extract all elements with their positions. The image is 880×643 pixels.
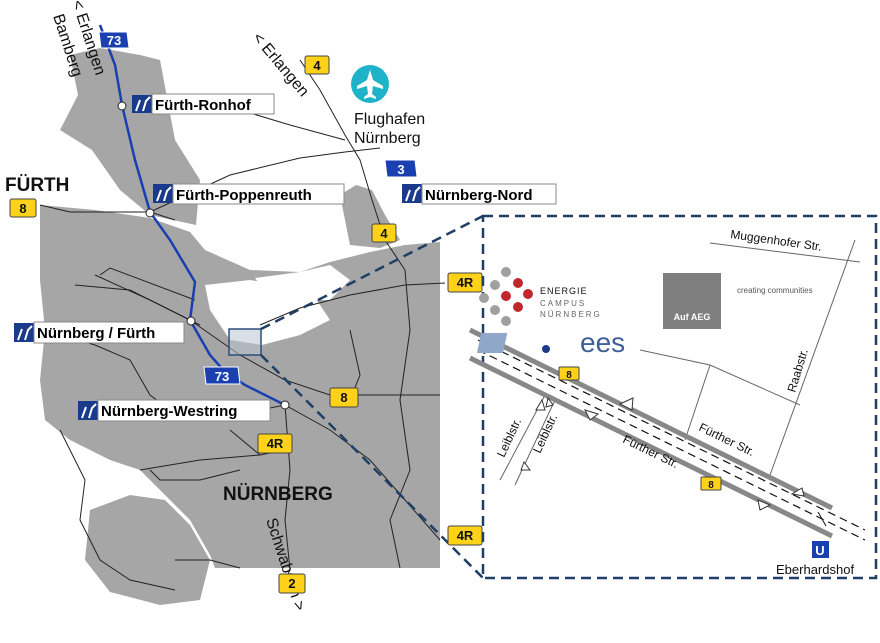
- airport-label-1: Flughafen: [354, 111, 425, 128]
- svg-text:8: 8: [566, 370, 572, 381]
- svg-text:Nürnberg / Fürth: Nürnberg / Fürth: [37, 325, 155, 342]
- auf-aeg-logo: Auf AEG creating communities: [663, 273, 813, 329]
- route-badge-8-fuerth: 8: [9, 198, 37, 218]
- road-13: [149, 469, 241, 481]
- svg-text:2: 2: [288, 576, 295, 591]
- leader-top: [260, 214, 484, 331]
- road-18: [99, 267, 196, 301]
- energie-line-1: ENERGIE: [540, 286, 588, 296]
- route-badge-4r-top: 4R: [447, 272, 483, 293]
- raabstr-line: [769, 239, 856, 476]
- svg-text:8: 8: [340, 390, 347, 405]
- svg-text:4R: 4R: [267, 436, 284, 451]
- exit-label-nord: Nürnberg-Nord: [402, 183, 557, 205]
- svg-text:73: 73: [215, 369, 229, 384]
- road-10: [389, 269, 411, 569]
- route-badge-4r-mid: 4R: [257, 433, 293, 454]
- road-7: [259, 282, 446, 326]
- exit-label-westring: Nürnberg-Westring: [78, 399, 271, 422]
- energie-line-3: NÜRNBERG: [540, 310, 602, 319]
- route-badge-2: 2: [278, 573, 306, 594]
- junction-fuerth: [186, 316, 196, 326]
- city-label-fuerth: FÜRTH: [5, 175, 69, 196]
- svg-text:4R: 4R: [457, 275, 474, 290]
- energie-campus-logo: ENERGIE CAMPUS NÜRNBERG: [479, 267, 602, 326]
- road-6: [94, 274, 201, 326]
- subway-icon: [812, 541, 829, 558]
- svg-text:8: 8: [19, 201, 26, 216]
- subway-station-label: Eberhardshof: [776, 562, 854, 577]
- muggenhofer-str: [709, 242, 861, 263]
- svg-text:8: 8: [708, 480, 714, 491]
- inset-frame: [481, 214, 878, 580]
- route-badge-8-mid: 8: [329, 387, 359, 408]
- subway-station: U Eberhardshof: [776, 541, 854, 577]
- direction-arrows: [520, 396, 805, 511]
- svg-text:Fürth-Poppenreuth: Fürth-Poppenreuth: [176, 187, 312, 204]
- svg-text:Nürnberg-Nord: Nürnberg-Nord: [425, 187, 533, 204]
- junction-poppenreuth: [145, 208, 155, 218]
- svg-text:U: U: [815, 543, 824, 558]
- inset-route-badge-8a: 8: [558, 366, 580, 381]
- inset-leader-lines: [260, 214, 484, 579]
- road-11: [59, 429, 176, 591]
- exit-label-poppenreuth: Fürth-Poppenreuth: [153, 183, 345, 205]
- auf-aeg-text: Auf AEG: [674, 312, 711, 322]
- road-17: [229, 429, 261, 456]
- airplane-icon: [357, 70, 383, 99]
- road-8: [284, 404, 441, 541]
- exit-label-fuerth: Nürnberg / Fürth: [14, 321, 185, 344]
- junction-ronhof: [117, 101, 127, 111]
- city-label-nuernberg: NÜRNBERG: [223, 484, 333, 505]
- svg-text:73: 73: [107, 33, 121, 48]
- route-badge-4-mid: 4: [371, 223, 397, 243]
- svg-text:4: 4: [380, 226, 388, 241]
- motorway-shield-a73-top: 73: [98, 31, 130, 49]
- svg-text:4R: 4R: [457, 528, 474, 543]
- route-badge-4r-bot: 4R: [447, 525, 483, 546]
- svg-text:Nürnberg-Westring: Nürnberg-Westring: [101, 403, 237, 420]
- open-space-2: [255, 265, 350, 300]
- leiblstr-right: [514, 399, 556, 486]
- motorway-shield-a73-mid: 73: [203, 366, 241, 385]
- ees-logo: ees: [476, 327, 625, 358]
- airport-label-2: Nürnberg: [354, 130, 421, 147]
- svg-text:4: 4: [313, 58, 321, 73]
- fuerther-str: [468, 327, 866, 541]
- road-16: [175, 559, 241, 569]
- inset-source-area: [228, 328, 262, 356]
- junctions: [117, 101, 290, 410]
- route-badge-4-top: 4: [304, 55, 330, 75]
- ees-text: ees: [580, 327, 625, 358]
- junction-westring: [280, 400, 290, 410]
- inset-map: Muggenhofer Str. Raabstr. Fürther Str. F…: [468, 214, 878, 580]
- direction-erlangen-2: < Erlangen: [249, 30, 312, 101]
- inset-route-badge-8b: 8: [700, 476, 722, 491]
- energie-line-2: CAMPUS: [540, 299, 586, 308]
- svg-text:Fürth-Ronhof: Fürth-Ronhof: [155, 97, 252, 114]
- motorway-shield-a3: 3: [384, 159, 418, 178]
- creating-communities-text: creating communities: [737, 286, 813, 295]
- leader-bottom: [260, 354, 484, 579]
- svg-text:3: 3: [397, 162, 404, 177]
- road-4: [39, 204, 176, 221]
- exit-label-ronhof: Fürth-Ronhof: [132, 93, 275, 115]
- airport: Flughafen Nürnberg: [351, 65, 425, 147]
- urban-area-sw: [85, 495, 210, 605]
